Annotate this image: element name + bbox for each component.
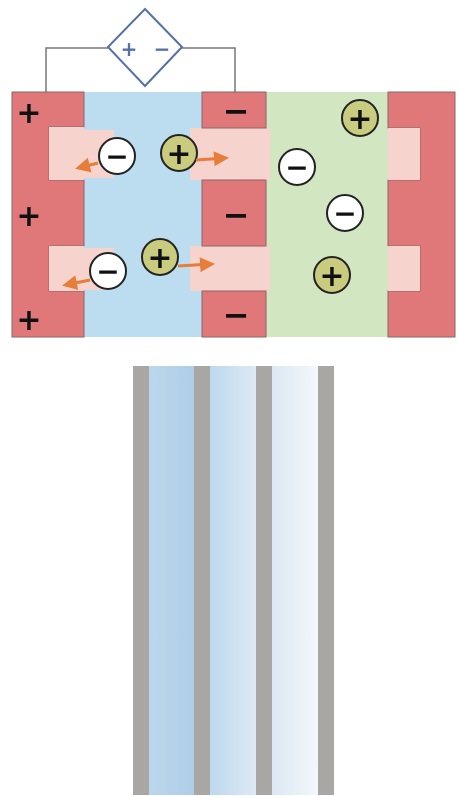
gray-layer-2 — [194, 366, 210, 795]
negative-ion-2: − — [90, 253, 126, 289]
right-electrode — [388, 92, 455, 337]
positive-ion-3: + — [342, 100, 378, 137]
layer-stack — [133, 366, 334, 795]
blue-chamber — [84, 92, 204, 337]
arrow-pos-ion-1 — [196, 158, 226, 160]
left-electrode-sign-top: + — [16, 96, 41, 131]
negative-ion-2-sign: − — [96, 255, 119, 288]
positive-ion-4-sign: + — [319, 259, 344, 294]
positive-ion-3-sign: + — [347, 102, 372, 137]
source-minus-sign: − — [154, 37, 171, 61]
positive-ion-2-sign: + — [147, 241, 172, 276]
positive-ion-4: + — [314, 257, 350, 294]
middle-electrode-sign-bottom: − — [223, 296, 250, 334]
negative-ion-4-sign: − — [333, 197, 356, 230]
middle-electrode-sign-middle: − — [223, 196, 250, 234]
gray-layer-3 — [256, 366, 272, 795]
gray-layer-4 — [318, 366, 334, 795]
negative-ion-1: − — [99, 138, 135, 174]
negative-ion-3-sign: − — [285, 151, 308, 184]
blue-layer-2 — [210, 366, 256, 795]
negative-ion-4: − — [327, 195, 363, 231]
middle-electrode-sign-top: − — [223, 92, 250, 130]
blue-layer-1 — [149, 366, 194, 795]
positive-ion-1: + — [161, 135, 197, 172]
source-plus-sign: + — [121, 37, 138, 61]
blue-layer-3 — [272, 366, 318, 795]
negative-ion-3: − — [279, 149, 315, 185]
left-electrode-sign-bottom: + — [16, 303, 41, 338]
voltage-source: + − — [108, 9, 182, 86]
arrow-pos-ion-2 — [178, 264, 212, 266]
negative-ion-1-sign: − — [105, 140, 128, 173]
positive-ion-1-sign: + — [166, 137, 191, 172]
positive-ion-2: + — [142, 239, 178, 276]
gray-layer-1 — [133, 366, 149, 795]
left-electrode-sign-middle: + — [16, 199, 41, 234]
